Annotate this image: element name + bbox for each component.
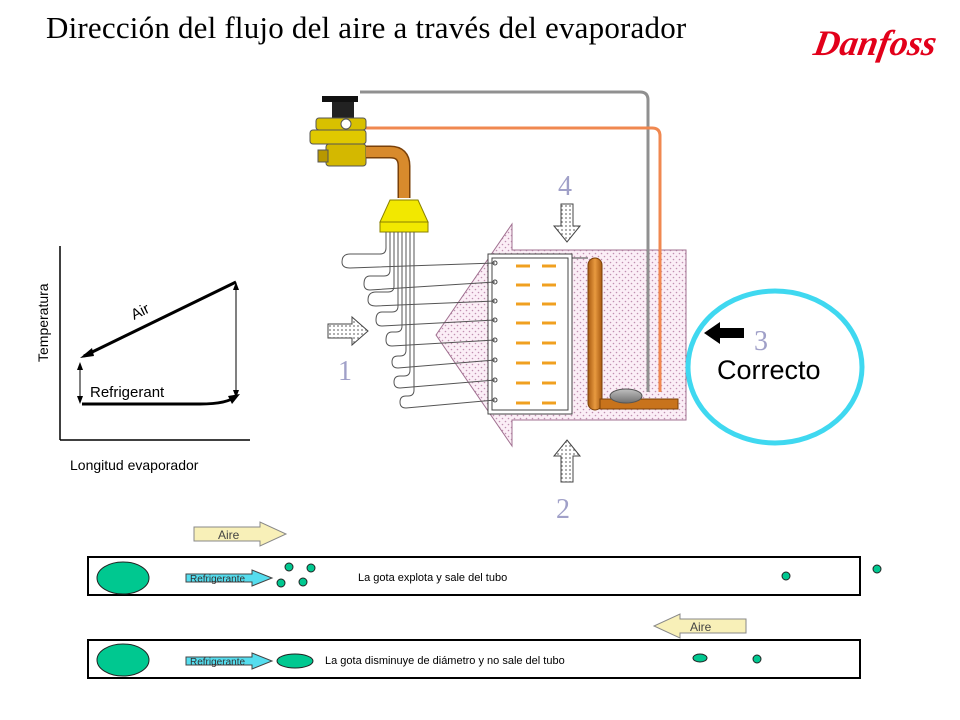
expansion-valve [309,90,662,392]
refrigerant-curve-label: Refrigerant [90,384,165,401]
distributor-cone [379,199,429,223]
tube1-droplet-outside [872,564,882,574]
valve-cap [322,96,358,102]
air-arrow-2 [552,439,582,483]
air-arrow-4 [552,203,582,243]
evaporator [341,222,687,448]
tube1-air-label: Aire [218,528,240,542]
number-3: 3 [754,326,768,357]
tube1-droplet [276,578,286,588]
sensor-bulb [609,388,643,404]
number-2: 2 [556,494,570,525]
air-arrow-3 [704,322,744,344]
tube-2: Aire Refrigerante La gota disminuye de d… [87,613,861,679]
air-temperature-line [83,280,237,358]
tube1-air-arrow [193,521,288,547]
tube1-droplet [781,571,791,581]
tube1-refrigerant-arrow [185,569,274,587]
distributor-tubes [341,232,496,409]
tube1-droplet [306,563,316,573]
tube2-droplet-large [96,643,150,677]
page-title: Dirección del flujo del aire a través de… [46,10,687,45]
tube2-droplet-medium [276,653,314,669]
tube-1: Aire Refrigerante La gota explota y sale… [87,521,882,596]
valve-outlet-pipe [366,147,409,198]
air-line-arrowhead [80,348,94,358]
tube2-droplet-small [692,653,708,663]
tube1-droplet [298,577,308,587]
tube1-droplet [284,562,294,572]
danfoss-logo-text: Danfoss [810,23,940,63]
tube1-refrigerant-label: Refrigerante [190,574,245,585]
graph-y-label: Temperatura [35,283,51,362]
refrigerant-curve-arrowhead [228,394,240,404]
tube2-caption: La gota disminuye de diámetro y no sale … [325,655,565,667]
sensor-capillary-line [360,90,650,392]
tube2-air-arrow [652,613,747,639]
air-arrow-1 [327,315,369,347]
correct-highlight-circle [685,288,865,446]
tube2-refrigerant-label: Refrigerante [190,657,245,668]
graph-x-label: Longitud evaporador [70,457,199,473]
air-curve-label: Air [128,300,152,323]
tube1-caption: La gota explota y sale del tubo [358,572,507,584]
valve-body [309,129,367,145]
tube2-refrigerant-arrow [185,652,274,670]
air-direction-arrows: 1 2 3 4 [327,171,768,525]
equalizer-line [360,126,662,392]
number-1: 1 [338,356,352,387]
temperature-graph: Temperatura Longitud evaporador Air Refr… [35,246,250,473]
evaporator-coil-box [487,253,573,415]
tube1-droplet-large [96,561,150,595]
number-4: 4 [558,171,572,202]
correct-label: Correcto [717,355,821,385]
refrigerant-dashes [516,264,556,405]
danfoss-logo: Danfoss [810,23,940,63]
tube2-air-label: Aire [690,620,712,634]
suction-header [587,257,603,411]
tube2-droplet-small [752,654,762,664]
